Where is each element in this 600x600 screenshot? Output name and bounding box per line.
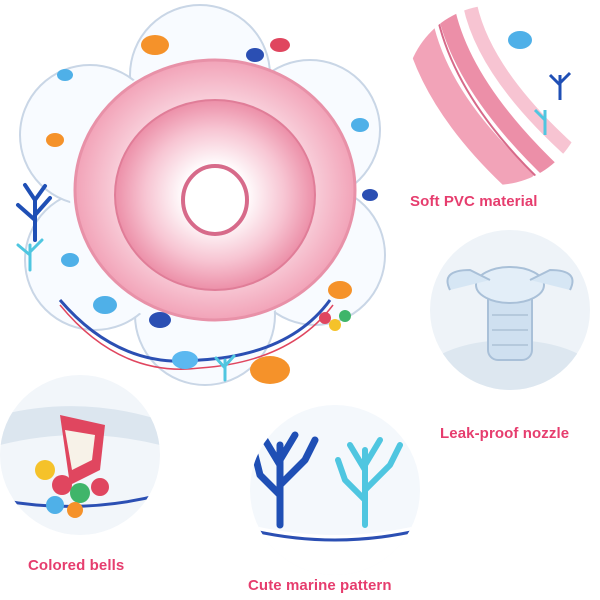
colored-bells-closeup (0, 375, 160, 535)
caption-marine-pattern: Cute marine pattern (248, 577, 392, 594)
caption-leak-proof-nozzle: Leak-proof nozzle (440, 425, 570, 442)
nozzle-closeup (430, 230, 590, 390)
caption-pvc-material: Soft PVC material (410, 193, 538, 210)
swim-ring-image (0, 0, 400, 400)
pvc-material-closeup (405, 5, 585, 185)
marine-pattern-closeup (250, 405, 420, 575)
caption-colored-bells: Colored bells (28, 557, 125, 574)
